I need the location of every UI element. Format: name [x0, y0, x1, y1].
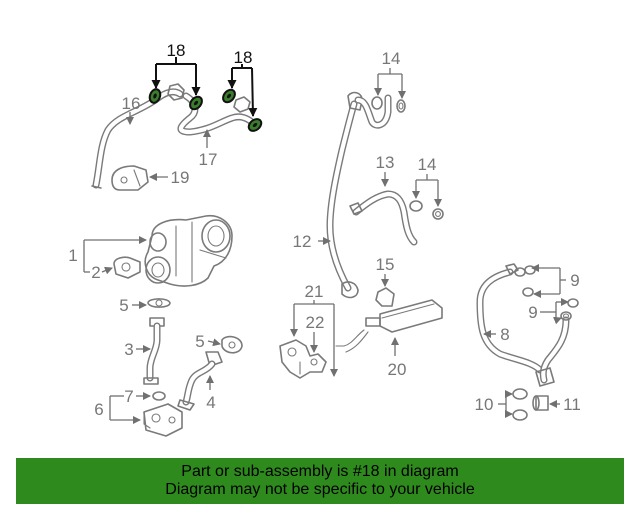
part-8-hose[interactable] [476, 263, 570, 387]
part-12-coolant-line[interactable] [326, 91, 363, 299]
part-7-washer[interactable] [152, 391, 166, 401]
callout-11: 11 [563, 395, 581, 414]
callout-3: 3 [124, 340, 133, 359]
part-19-bracket[interactable] [111, 165, 149, 191]
callout-8: 8 [500, 325, 509, 344]
callout-13: 13 [376, 153, 395, 172]
callout-15: 15 [376, 255, 395, 274]
part-13-coolant-pipe[interactable] [349, 190, 444, 246]
callout-12: 12 [293, 232, 312, 251]
leaders-other [83, 68, 569, 424]
callout-10: 10 [475, 395, 494, 414]
callout-18a: 18 [167, 41, 186, 60]
part-14-upper-hose[interactable] [354, 94, 406, 129]
part-11-plug[interactable] [532, 395, 549, 411]
callout-16: 16 [122, 94, 141, 113]
callout-4: 4 [206, 393, 215, 412]
callout-20: 20 [388, 360, 407, 379]
callout-5a: 5 [119, 296, 128, 315]
callout-17: 17 [199, 150, 218, 169]
part-18-seal-set[interactable] [148, 87, 264, 133]
callout-22: 22 [306, 313, 325, 332]
callout-19: 19 [171, 168, 190, 187]
callout-14a: 14 [382, 49, 401, 68]
leaders-18 [151, 57, 258, 117]
part-20-sensor-harness[interactable] [335, 299, 443, 353]
callout-5b: 5 [195, 332, 204, 351]
callout-6: 6 [94, 400, 103, 419]
part-1-turbocharger[interactable] [144, 214, 233, 287]
part-17-coolant-pipe[interactable] [177, 92, 258, 136]
part-6-connector[interactable] [143, 403, 183, 437]
callout-18b: 18 [234, 48, 253, 67]
notice-banner: Part or sub-assembly is #18 in diagram D… [16, 458, 624, 504]
part-3-oil-feed-pipe[interactable] [143, 317, 165, 385]
notice-line-part: Part or sub-assembly is #18 in diagram [181, 463, 459, 480]
callout-21: 21 [305, 282, 324, 301]
part-15-clip[interactable] [375, 287, 395, 307]
part-5-gasket-upper[interactable] [147, 298, 171, 308]
part-5-gasket-lower[interactable] [221, 335, 243, 354]
part-21-22-valve[interactable] [279, 339, 327, 379]
callout-14b: 14 [418, 155, 437, 174]
callout-9b: 9 [528, 303, 537, 322]
callout-2: 2 [91, 263, 100, 282]
callout-labels: 18 18 16 17 19 1 2 5 3 5 4 7 6 12 14 13 … [68, 41, 581, 419]
exploded-view-drawing: 18 18 16 17 19 1 2 5 3 5 4 7 6 12 14 13 … [68, 41, 581, 437]
part-2-actuator[interactable] [113, 256, 141, 279]
notice-line-disclaimer: Diagram may not be specific to your vehi… [165, 481, 475, 498]
part-4-oil-return-pipe[interactable] [177, 351, 223, 411]
callout-9a: 9 [570, 271, 579, 290]
callout-7: 7 [124, 387, 133, 406]
callout-1: 1 [68, 246, 77, 265]
part-10-o-rings[interactable] [512, 388, 528, 421]
